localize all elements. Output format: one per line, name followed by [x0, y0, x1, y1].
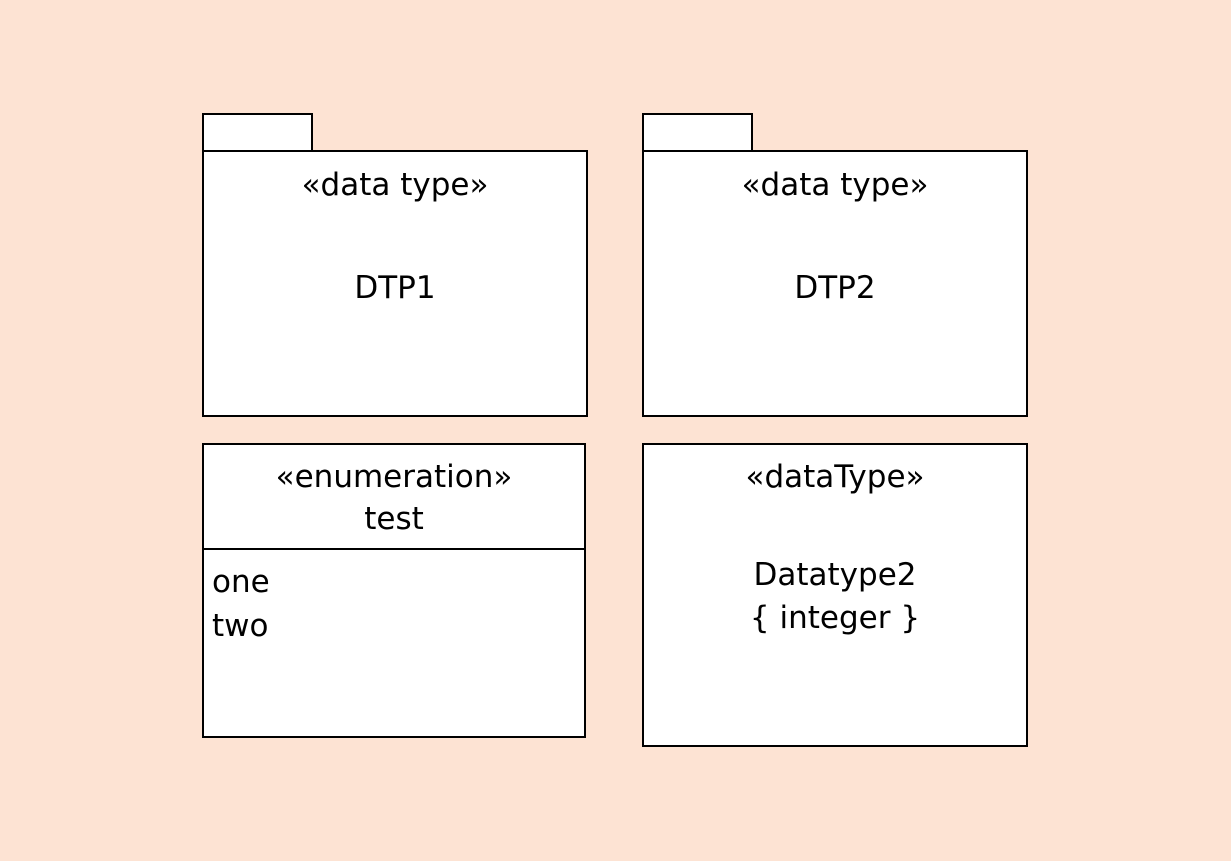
package-dtp1-stereotype: «data type» [301, 167, 489, 203]
package-dtp1-name: DTP1 [354, 270, 436, 306]
package-tab-dtp2 [642, 113, 753, 153]
package-dtp1[interactable]: «data type» DTP1 [202, 150, 588, 417]
datatype2-constraint: { integer } [749, 600, 921, 636]
enumeration-literal: one [212, 564, 270, 600]
package-dtp2[interactable]: «data type» DTP2 [642, 150, 1028, 417]
enumeration-test[interactable]: «enumeration» test one two [202, 443, 586, 738]
enumeration-stereotype: «enumeration» [275, 459, 513, 495]
datatype2-name: Datatype2 [753, 557, 917, 593]
package-tab-dtp1 [202, 113, 313, 153]
datatype-datatype2[interactable]: «dataType» Datatype2 { integer } [642, 443, 1028, 747]
enumeration-divider [204, 548, 584, 550]
enumeration-literal: two [212, 608, 269, 644]
datatype2-stereotype: «dataType» [745, 459, 925, 495]
enumeration-name: test [364, 501, 424, 537]
package-dtp2-stereotype: «data type» [741, 167, 929, 203]
package-dtp2-name: DTP2 [794, 270, 876, 306]
